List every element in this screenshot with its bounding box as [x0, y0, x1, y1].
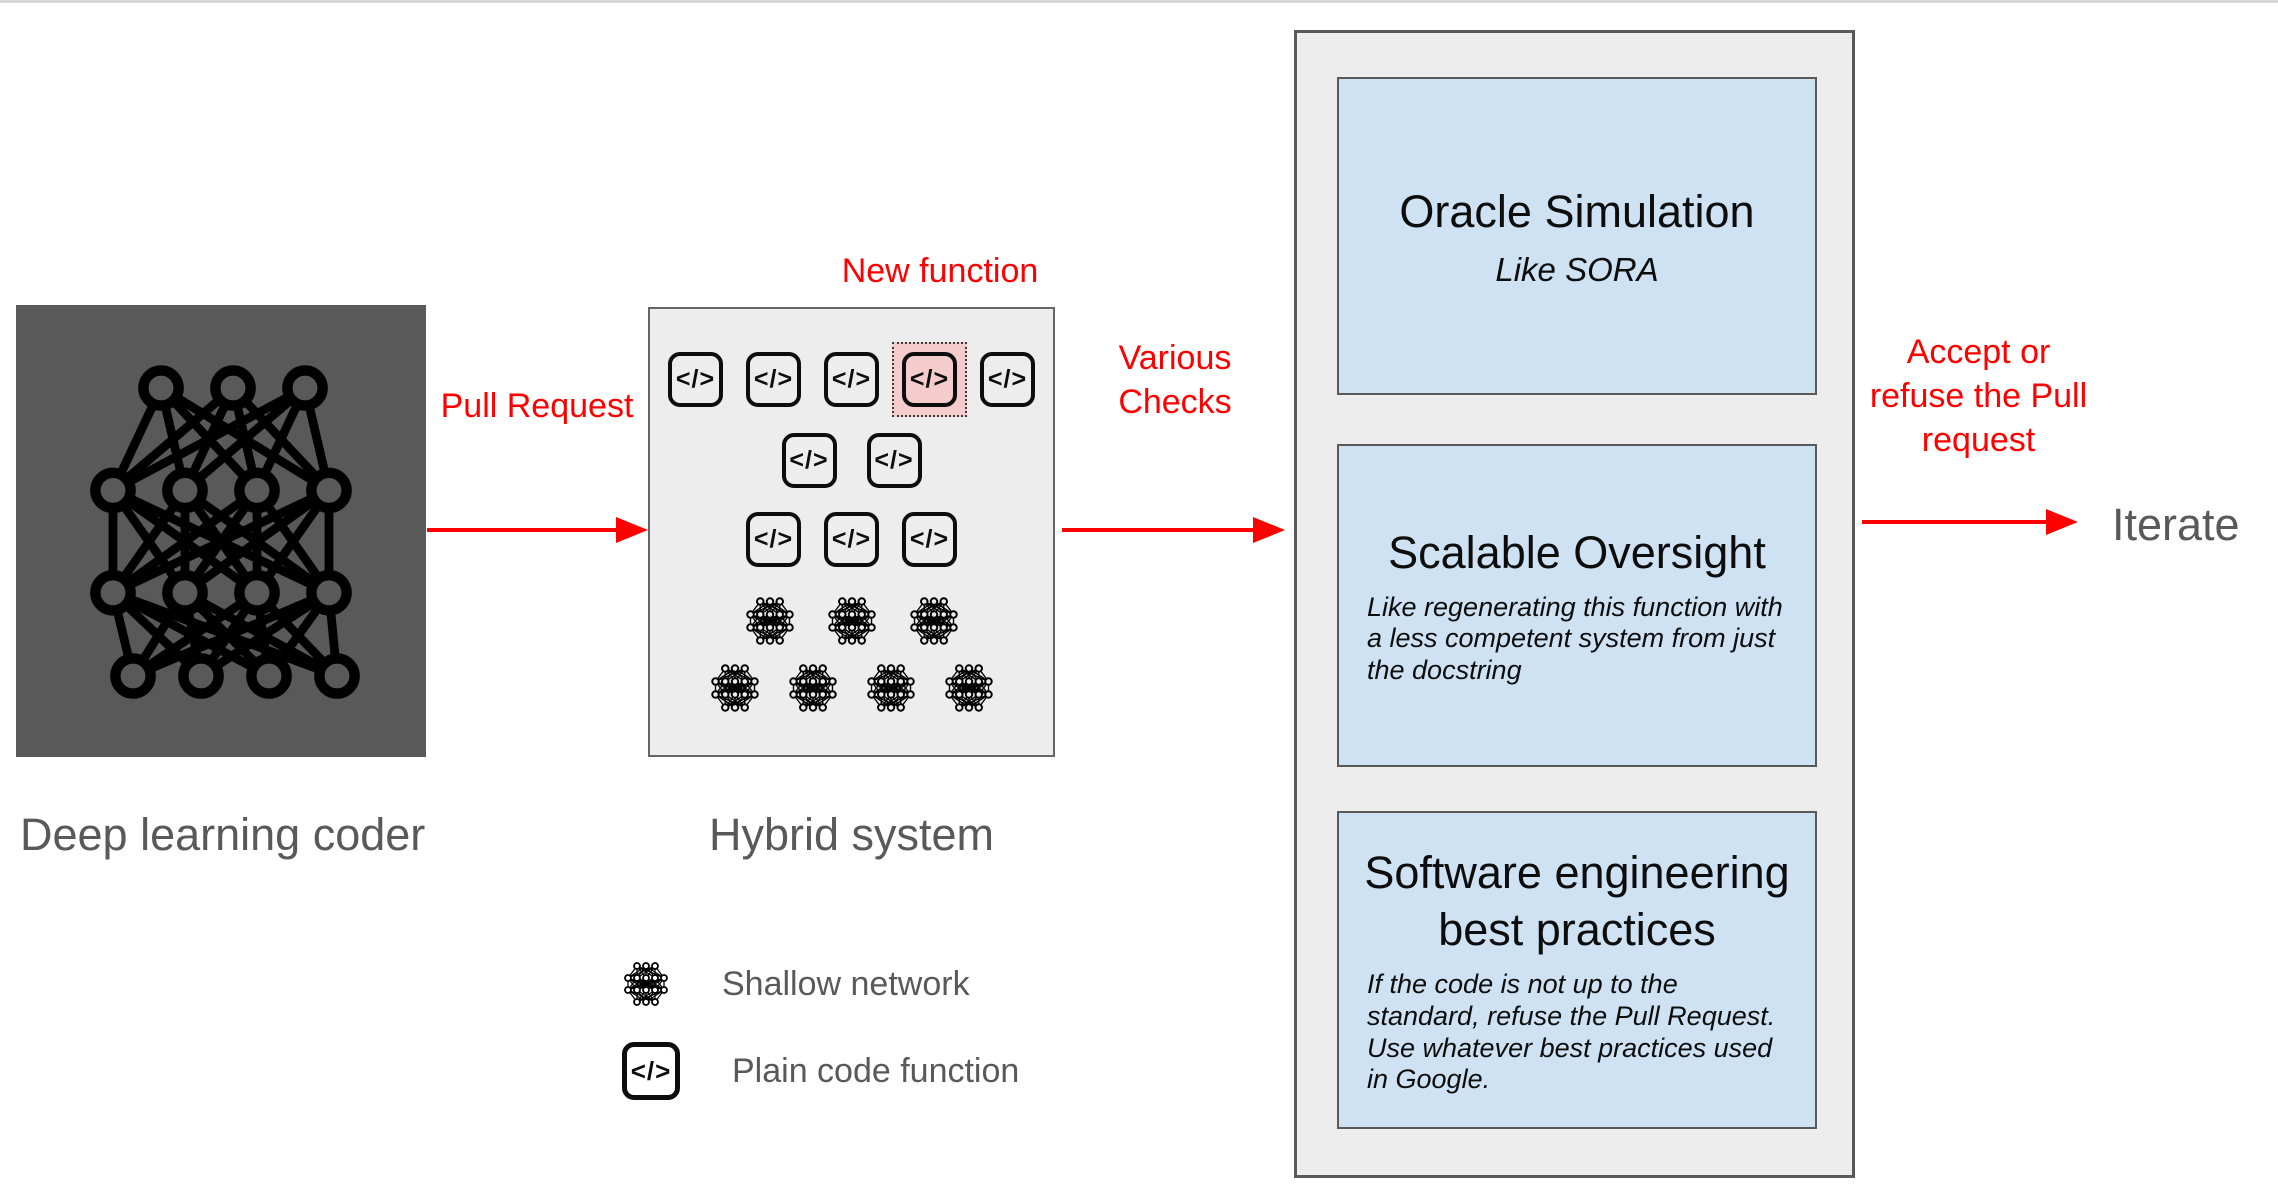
new-function-highlight: </>: [892, 342, 967, 417]
plain-code-icon: </>: [824, 352, 879, 407]
top-border: [0, 0, 2278, 3]
hybrid-icon-row: </> </> </> </> </>: [650, 342, 1053, 417]
code-glyph: </>: [753, 525, 794, 553]
code-glyph: </>: [874, 446, 914, 474]
shallow-network-icon: [944, 664, 993, 712]
code-glyph: </>: [831, 365, 872, 393]
plain-code-icon: </>: [980, 352, 1035, 407]
card-subtitle: If the code is not up to the standard, r…: [1367, 968, 1776, 1095]
iterate-arrow: [1862, 509, 2078, 535]
code-glyph: </>: [630, 1055, 672, 1086]
plain-code-icon: </>: [824, 512, 879, 567]
check-card-oracle-simulation: Oracle Simulation Like SORA: [1337, 77, 1817, 395]
plain-code-icon: </>: [668, 352, 723, 407]
hybrid-icon-row: [650, 663, 1053, 713]
checks-panel: Oracle Simulation Like SORA Scalable Ove…: [1294, 30, 1855, 1178]
card-title: Software engineering best practices: [1364, 846, 1790, 956]
legend-label: Plain code function: [732, 1051, 1020, 1090]
plain-code-icon: </>: [902, 352, 957, 407]
shallow-network-icon: [710, 664, 759, 712]
accept-refuse-label: Accept or refuse the Pull request: [1869, 333, 2088, 460]
plain-code-icon: </>: [622, 1042, 680, 1100]
shallow-network-icon: [788, 664, 837, 712]
shallow-network-icon: [624, 962, 668, 1006]
check-card-scalable-oversight: Scalable Oversight Like regenerating thi…: [1337, 444, 1817, 767]
code-glyph: </>: [831, 525, 872, 553]
check-card-software-engineering: Software engineering best practices If t…: [1337, 811, 1817, 1129]
hybrid-system-caption: Hybrid system: [708, 809, 995, 860]
deep-network-icon: [90, 365, 360, 699]
card-title: Scalable Oversight: [1388, 526, 1766, 578]
shallow-network-icon: [827, 597, 876, 645]
deep-coder-caption: Deep learning coder: [20, 809, 426, 860]
deep-learning-coder-box: [16, 305, 426, 757]
code-glyph: </>: [987, 365, 1028, 393]
pull-request-label: Pull Request: [440, 387, 634, 425]
hybrid-icon-row: </> </>: [650, 433, 1053, 488]
code-glyph: </>: [909, 525, 950, 553]
hybrid-system-box: </> </> </> </> </> </> </> </> </> </>: [648, 307, 1055, 757]
code-glyph: </>: [789, 446, 829, 474]
hybrid-icon-row: </> </> </>: [650, 512, 1053, 567]
pull-request-arrow: [427, 517, 648, 543]
shallow-network-icon: [745, 597, 794, 645]
legend-item-shallow-network: Shallow network: [622, 958, 970, 1010]
code-glyph: </>: [675, 365, 716, 393]
various-checks-arrow: [1062, 517, 1285, 543]
code-glyph: </>: [909, 365, 950, 393]
plain-code-icon: </>: [781, 433, 837, 488]
various-checks-label: Various Checks: [1118, 339, 1232, 422]
hybrid-icon-row: [650, 596, 1053, 646]
shallow-network-icon: [866, 664, 915, 712]
card-title: Oracle Simulation: [1399, 186, 1755, 238]
plain-code-icon: </>: [866, 433, 922, 488]
iterate-label: Iterate: [2112, 499, 2240, 550]
plain-code-icon: </>: [902, 512, 957, 567]
plain-code-icon: </>: [746, 512, 801, 567]
card-subtitle: Like regenerating this function with a l…: [1367, 591, 1783, 686]
shallow-network-icon: [909, 597, 958, 645]
new-function-label: New function: [841, 252, 1039, 290]
card-subtitle: Like SORA: [1495, 250, 1659, 288]
plain-code-icon: </>: [746, 352, 801, 407]
legend-item-plain-code: </> Plain code function: [622, 1042, 1019, 1100]
code-glyph: </>: [753, 365, 794, 393]
legend-label: Shallow network: [722, 964, 970, 1003]
